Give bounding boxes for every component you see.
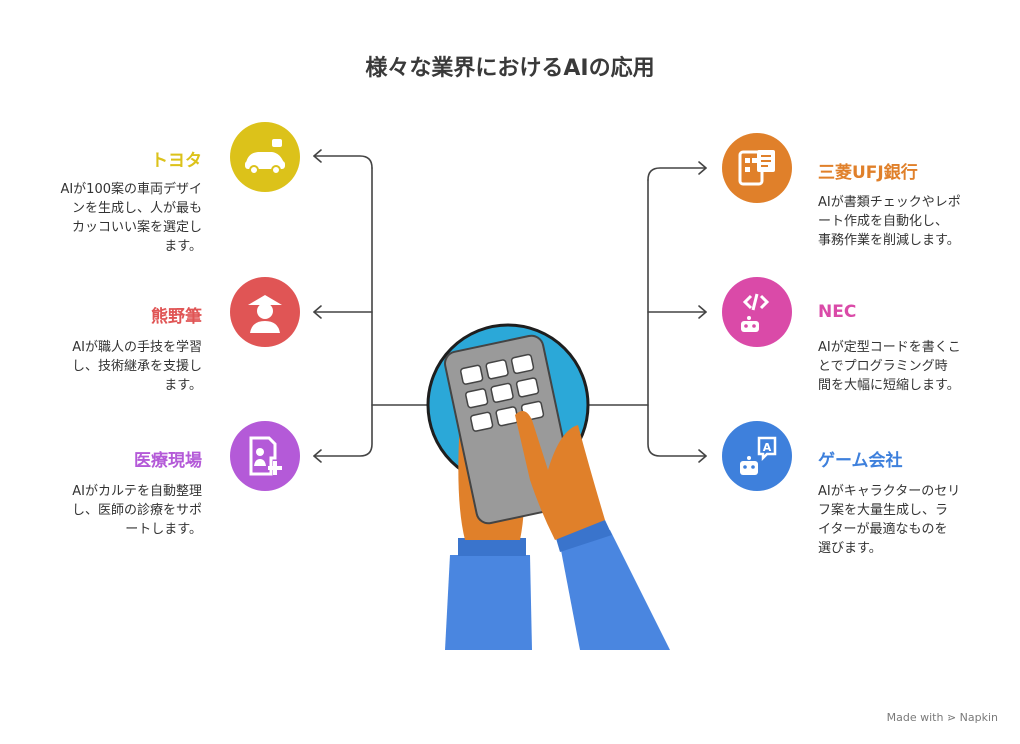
game-company-title: ゲーム会社 <box>818 451 903 471</box>
left-cuff <box>458 538 526 556</box>
mufg-title: 三菱UFJ銀行 <box>818 163 918 183</box>
medical-node-icon <box>230 421 300 491</box>
car-robot-icon <box>245 139 285 175</box>
right-sleeve <box>560 530 670 650</box>
medical-record-icon <box>249 436 282 476</box>
code-robot-icon <box>741 293 770 332</box>
page-title: 様々な業界におけるAIの応用 <box>365 56 655 81</box>
svg-text:A: A <box>763 441 772 454</box>
documents-icon <box>738 150 775 186</box>
right-cuff <box>555 520 612 552</box>
kumanofude-title: 熊野筆 <box>151 307 202 327</box>
mufg-desc: AIが書類チェックやレポ ート作成を自動化し、 事務作業を削減します。 <box>818 195 961 248</box>
mufg-node-icon <box>722 133 792 203</box>
right-hand <box>515 411 605 540</box>
medical-title: 医療現場 <box>134 451 202 471</box>
medical-desc: AIがカルテを自動整理 し、医師の診療をサポ ートします。 <box>71 484 202 537</box>
chat-robot-icon: A <box>740 436 777 475</box>
nec-title: NEC <box>818 302 857 322</box>
game-company-node-icon: A <box>722 421 792 491</box>
game-company-desc: AIがキャラクターのセリ フ案を大量生成し、ラ イターが最適なものを 選びます。 <box>818 484 961 556</box>
hand-calculator-illustration <box>426 323 670 650</box>
toyota-title: トヨタ <box>151 151 202 171</box>
napkin-watermark: Made with ⋗ Napkin <box>886 711 998 724</box>
nec-node-icon <box>722 277 792 347</box>
kumanofude-desc: AIが職人の手技を学習 し、技術継承を支援し ます。 <box>71 340 202 393</box>
toyota-desc: AIが100案の車両デザイ ンを生成し、人が最も カッコいい案を選定し ます。 <box>60 182 202 254</box>
craftsman-icon <box>248 295 282 333</box>
nec-desc: AIが定型コードを書くこ とでプログラミング時 間を大幅に短縮します。 <box>818 340 961 393</box>
toyota-node-icon <box>230 122 300 192</box>
kumanofude-node-icon <box>230 277 300 347</box>
left-sleeve <box>445 555 532 650</box>
